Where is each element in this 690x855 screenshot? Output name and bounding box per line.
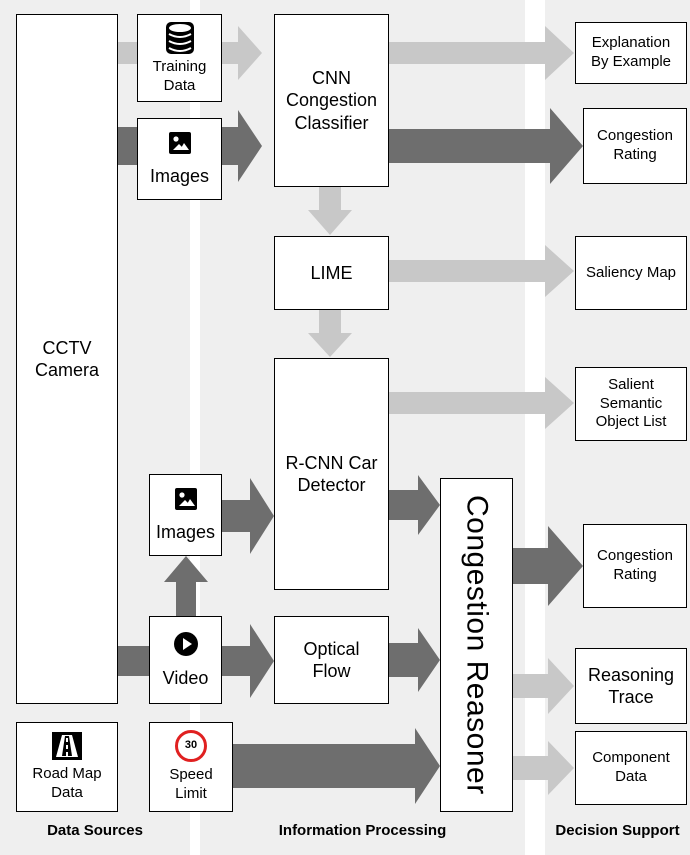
arrow-rcnn-to-salient (389, 377, 574, 429)
arrow-training-to-cnn (222, 26, 262, 80)
information-processing-heading: Information Processing (278, 822, 447, 839)
congestion-rating-top-box: Congestion Rating (583, 108, 687, 184)
speed-limit-sign-icon: 30 (175, 730, 207, 763)
training-data-box: Training Data (137, 14, 222, 102)
speed-limit-box: 30 Speed Limit (149, 722, 233, 812)
arrow-cctv-to-video (118, 646, 149, 676)
component-data-box: Component Data (575, 731, 687, 805)
arrow-cnn-to-rating (389, 108, 583, 184)
images-top-label: Images (149, 165, 210, 186)
congestion-reasoner-label: Congestion Reasoner (460, 495, 494, 795)
cnn-congestion-classifier-label: CNN Congestion Classifier (285, 67, 378, 133)
arrow-speed-to-reasoner (233, 728, 440, 804)
road-map-data-box: Road Map Data (16, 722, 118, 812)
lime-label: LIME (310, 262, 353, 283)
arrow-cnn-to-lime (308, 187, 352, 235)
congestion-rating-bottom-label: Congestion Rating (597, 547, 673, 583)
play-icon (173, 631, 198, 656)
arrow-cctv-to-training (118, 42, 137, 64)
arrow-reasoner-to-trace (513, 658, 574, 714)
image-icon (168, 131, 191, 154)
arrow-images-to-cnn (222, 110, 262, 182)
optical-flow-label: Optical Flow (303, 638, 360, 682)
arrow-video-to-flow (222, 624, 274, 698)
database-icon (165, 21, 194, 54)
component-data-label: Component Data (592, 749, 670, 785)
speed-limit-label: Speed Limit (169, 766, 213, 802)
arrow-images-to-rcnn (222, 478, 274, 554)
arrow-reasoner-to-rating (513, 526, 583, 606)
road-map-data-label: Road Map Data (32, 765, 102, 801)
lime-box: LIME (274, 236, 389, 310)
images-top-box: Images (137, 118, 222, 200)
arrow-lime-to-saliency (389, 245, 574, 297)
congestion-rating-bottom-box: Congestion Rating (583, 524, 687, 608)
rcnn-car-detector-label: R-CNN Car Detector (285, 452, 378, 496)
salient-semantic-object-list-label: Salient Semantic Object List (595, 375, 667, 431)
arrow-video-to-images (164, 556, 208, 616)
optical-flow-box: Optical Flow (274, 616, 389, 704)
arrow-flow-to-reasoner (389, 628, 440, 692)
images-mid-label: Images (155, 521, 216, 542)
speed-limit-value: 30 (184, 739, 198, 752)
explanation-by-example-box: Explanation By Example (575, 22, 687, 84)
congestion-rating-top-label: Congestion Rating (597, 127, 673, 163)
images-mid-box: Images (149, 474, 222, 556)
reasoning-trace-box: Reasoning Trace (575, 648, 687, 724)
data-sources-heading: Data Sources (47, 822, 143, 839)
cctv-camera-box: CCTV Camera (16, 14, 118, 704)
cctv-camera-label: CCTV Camera (34, 337, 100, 381)
image-icon (174, 487, 197, 510)
rcnn-car-detector-box: R-CNN Car Detector (274, 358, 389, 590)
arrow-reasoner-to-component (513, 741, 574, 795)
cnn-congestion-classifier-box: CNN Congestion Classifier (274, 14, 389, 187)
saliency-map-box: Saliency Map (575, 236, 687, 310)
arrow-lime-to-rcnn (308, 310, 352, 357)
road-icon (52, 732, 82, 761)
saliency-map-label: Saliency Map (585, 263, 677, 281)
video-box: Video (149, 616, 222, 704)
arrow-cnn-to-explanation (389, 26, 574, 80)
video-label: Video (162, 667, 209, 688)
arrow-rcnn-to-reasoner (389, 475, 440, 535)
arrow-cctv-to-images (118, 127, 137, 165)
training-data-label: Training Data (152, 57, 207, 94)
salient-semantic-object-list-box: Salient Semantic Object List (575, 367, 687, 441)
congestion-reasoner-box: Congestion Reasoner (440, 478, 513, 812)
explanation-by-example-label: Explanation By Example (590, 34, 672, 70)
reasoning-trace-label: Reasoning Trace (587, 664, 675, 708)
decision-support-heading: Decision Support (555, 822, 680, 839)
